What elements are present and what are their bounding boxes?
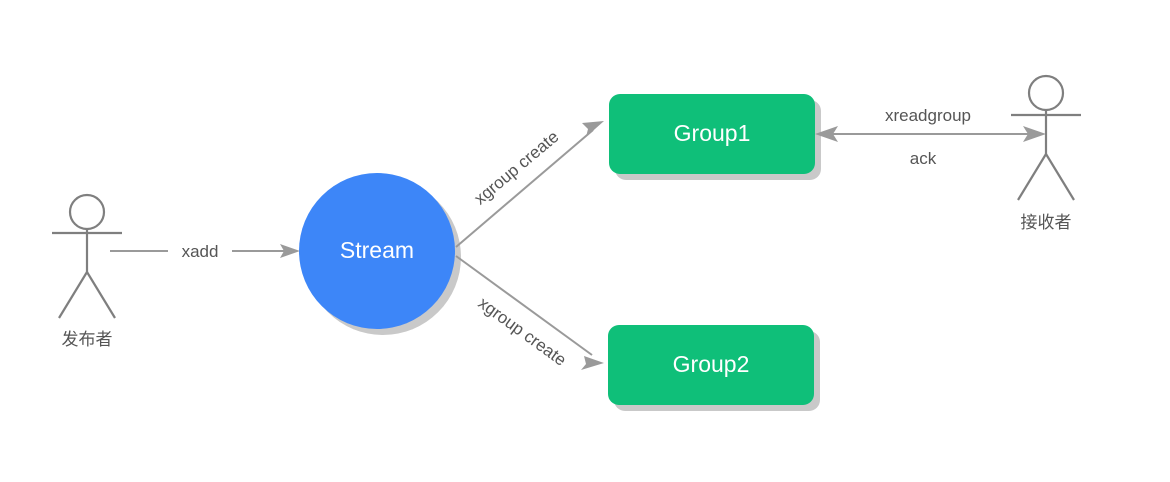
actor-publisher-label: 发布者 (62, 330, 113, 349)
edge-xgroup-create-1-line (455, 129, 594, 248)
actor-receiver-leg-right (1045, 153, 1075, 201)
stream-node-label: Stream (340, 237, 414, 263)
group1-node-shape[interactable] (609, 94, 815, 174)
edge-ack-label: ack (910, 149, 937, 168)
edge-xgroup-create-2-line (455, 255, 593, 356)
actor-receiver-leg-left (1017, 153, 1047, 201)
actor-publisher-leg-left (58, 271, 88, 319)
actor-receiver[interactable]: 接收者 (1011, 74, 1081, 232)
group2-node-shape[interactable] (608, 325, 814, 405)
edge-xgroup-create-1: xgroup create (455, 121, 604, 248)
edge-xreadgroup-label: xreadgroup (885, 106, 971, 125)
node-stream[interactable]: Stream (299, 173, 455, 329)
edge-xgroup-create-2-arrowhead (581, 356, 604, 370)
actor-publisher-leg-right (86, 271, 116, 319)
actor-publisher-head-icon (68, 193, 106, 231)
edge-xgroup-create-2: xgroup create (455, 255, 604, 370)
actor-receiver-label: 接收者 (1021, 213, 1072, 232)
group2-node-label: Group2 (673, 351, 750, 377)
edge-xadd-label: xadd (182, 242, 219, 261)
node-group1[interactable]: Group1 (609, 94, 815, 174)
edge-xadd-arrowhead (280, 244, 300, 258)
actor-receiver-head-icon (1027, 74, 1065, 112)
edge-xreadgroup-ack: xreadgroup ack (815, 106, 1046, 168)
edge-xreadgroup-arrowhead-right (1023, 126, 1046, 142)
edge-xadd: xadd (110, 242, 300, 261)
node-group2[interactable]: Group2 (608, 325, 814, 405)
stream-node-shape[interactable] (299, 173, 455, 329)
edge-ack-arrowhead-left (815, 126, 838, 142)
group1-node-label: Group1 (674, 120, 751, 146)
edge-xgroup-create-1-arrowhead (582, 121, 604, 137)
actor-publisher[interactable]: 发布者 (52, 193, 122, 349)
